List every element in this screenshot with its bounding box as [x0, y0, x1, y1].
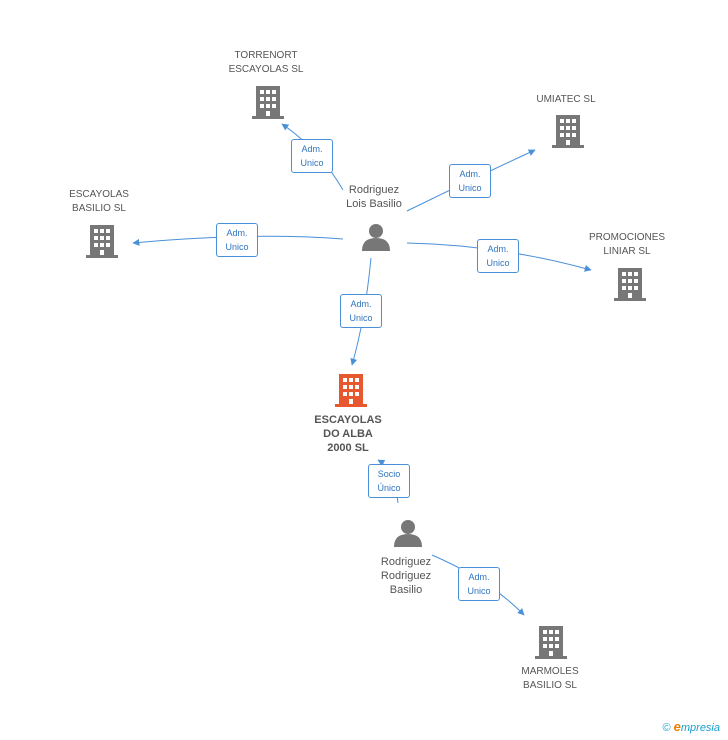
building-icon-alba	[335, 374, 367, 407]
node-label-marmoles[interactable]: MARMOLES BASILIO SL	[521, 666, 579, 691]
edge-badge-alba: Adm. Unico	[340, 294, 382, 328]
edge-badge-socio: Socio Único	[368, 464, 410, 498]
node-label-torrenort[interactable]: TORRENORT ESCAYOLAS SL	[228, 50, 304, 75]
edge-badge-escayolas-basilio: Adm. Unico	[216, 223, 258, 257]
building-icon-escayolas-basilio	[86, 225, 118, 258]
edge-badge-umiatec: Adm. Unico	[449, 164, 491, 198]
building-icon-umiatec	[552, 115, 584, 148]
copyright-symbol: ©	[662, 722, 671, 734]
building-icon-torrenort	[252, 86, 284, 119]
node-label-escayolas-basilio[interactable]: ESCAYOLAS BASILIO SL	[69, 189, 129, 214]
edge-badge-torrenort: Adm. Unico	[291, 139, 333, 173]
node-label-person-rodriguez-rodriguez[interactable]: Rodriguez Rodriguez Basilio	[380, 556, 432, 596]
person-icon-rodriguez-lois	[362, 224, 390, 251]
node-label-escayolas-do-alba[interactable]: ESCAYOLAS DO ALBA 2000 SL	[314, 414, 382, 454]
person-icon-rodriguez-rodriguez	[394, 520, 422, 547]
node-label-promociones[interactable]: PROMOCIONES LINIAR SL	[588, 232, 666, 257]
building-icon-promociones	[614, 268, 646, 301]
node-label-umiatec[interactable]: UMIATEC SL	[536, 94, 596, 105]
brand-logo-e: e	[673, 719, 681, 734]
brand-name: mpresia	[680, 722, 720, 734]
edge-badge-promociones: Adm. Unico	[477, 239, 519, 273]
brand-footer[interactable]: © empresia	[662, 719, 720, 734]
node-label-person-rodriguez-lois[interactable]: Rodriguez Lois Basilio	[346, 184, 402, 210]
building-icon-marmoles	[535, 626, 567, 659]
edge-badge-marmoles: Adm. Unico	[458, 567, 500, 601]
